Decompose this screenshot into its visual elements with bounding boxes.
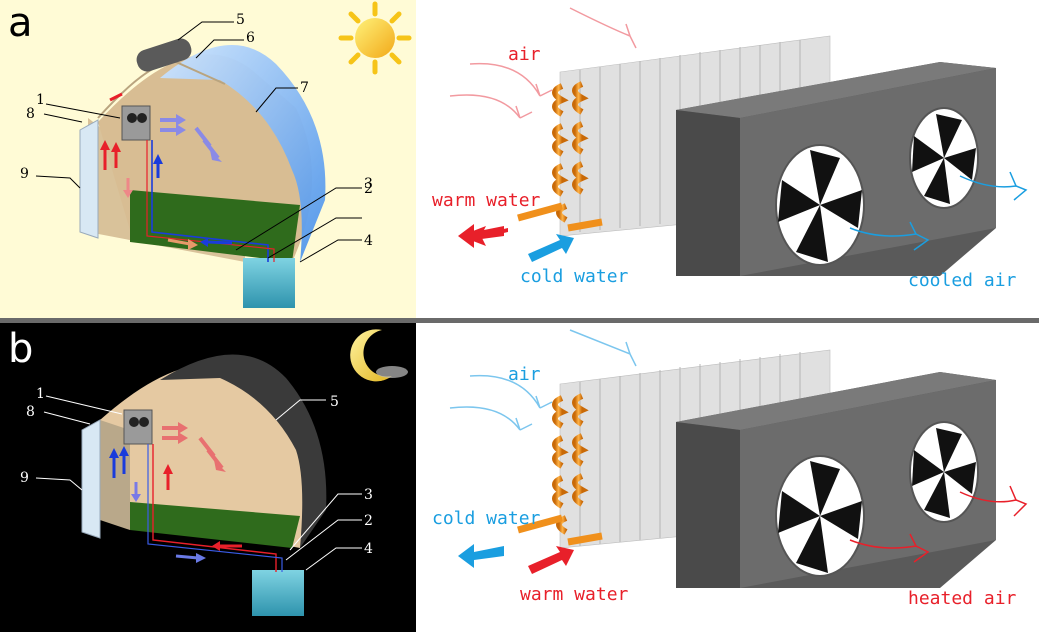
fan-icon <box>775 455 865 577</box>
callout-5: 5 <box>330 394 339 410</box>
arrow-icon <box>849 171 1028 251</box>
callout-9: 9 <box>20 166 29 182</box>
arrow-icon <box>528 234 574 262</box>
moon-icon <box>350 329 408 382</box>
water-tank <box>243 258 295 308</box>
water-tank <box>252 570 304 616</box>
arrow-icon <box>849 485 1028 563</box>
label-warm-water: warm water <box>520 584 629 605</box>
floor-soil <box>130 502 300 548</box>
label-cold-water: cold water <box>432 508 541 529</box>
arrow-icon <box>458 544 504 568</box>
callout-6: 6 <box>246 30 255 46</box>
fan-icon <box>127 113 137 123</box>
greenhouse-night: 1 2 3 4 5 8 9 <box>20 354 373 616</box>
callout-4: 4 <box>364 233 373 249</box>
fan-icon <box>139 417 149 427</box>
north-wall <box>81 419 101 539</box>
callout-1: 1 <box>36 386 45 402</box>
callout-7: 7 <box>300 80 309 96</box>
panel-letter: a <box>8 0 33 46</box>
label-heated-air: heated air <box>908 588 1017 609</box>
greenhouse-day: 1 2 3 4 5 6 7 8 9 <box>20 12 373 308</box>
fan-icon <box>909 421 979 523</box>
label-cold-water: cold water <box>520 266 629 287</box>
arrow-icon <box>100 92 233 250</box>
arrow-icon <box>528 546 574 574</box>
arrow-icon <box>449 329 637 431</box>
fan-icon <box>775 144 865 266</box>
panel-divider <box>0 318 1039 323</box>
heat-exchanger-day: air warm water cold water cooled air <box>432 7 1028 291</box>
label-air: air <box>508 44 541 65</box>
callout-9: 9 <box>20 470 29 486</box>
insulation-cover <box>160 354 327 548</box>
sun-icon <box>338 1 412 75</box>
heat-exchanger-unit <box>121 105 151 141</box>
callout-3: 3 <box>364 176 373 192</box>
callout-5: 5 <box>236 12 245 28</box>
heat-exchanger-unit <box>123 409 153 445</box>
panel-a: a <box>0 0 1028 318</box>
panel-b: b <box>0 323 1039 632</box>
fan-icon <box>129 417 139 427</box>
arrow-icon <box>458 224 504 248</box>
fan-icon <box>909 107 979 209</box>
north-wall <box>79 119 99 239</box>
callout-8: 8 <box>26 404 35 420</box>
callout-2: 2 <box>364 513 373 529</box>
callout-1: 1 <box>36 92 45 108</box>
callout-8: 8 <box>26 106 35 122</box>
fan-icon <box>137 113 147 123</box>
callout-3: 3 <box>364 487 373 503</box>
curved-glass-roof <box>160 45 326 262</box>
panel-letter: b <box>8 326 33 372</box>
arrow-icon <box>109 422 242 563</box>
label-air: air <box>508 364 541 385</box>
heat-exchanger-night: air cold water warm water heated air <box>432 329 1028 609</box>
callout-4: 4 <box>364 541 373 557</box>
arrow-icon <box>449 7 637 119</box>
insulation-roll <box>136 38 192 72</box>
callout-2: 2 <box>364 181 373 197</box>
label-warm-water: warm water <box>432 190 541 211</box>
label-cooled-air: cooled air <box>908 270 1017 291</box>
